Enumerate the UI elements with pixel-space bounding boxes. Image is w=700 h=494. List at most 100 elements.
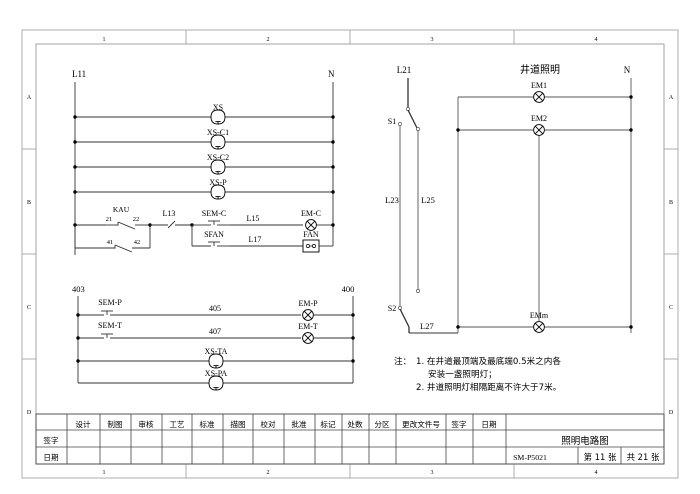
- zone-col-1: 1: [103, 37, 106, 43]
- junction-dot: [76, 359, 80, 363]
- junction-dot: [331, 190, 335, 194]
- zone-row-d-right: D: [669, 410, 674, 416]
- label-sem-p: SEM-P: [98, 298, 122, 307]
- row-label-qianzi: 签字: [43, 435, 59, 445]
- wire-break-mark: [167, 220, 176, 229]
- switch-terminal-s1-b: [416, 127, 420, 131]
- zone-row-d: D: [27, 410, 32, 416]
- label-n-right: N: [624, 65, 631, 75]
- contact-blade-21-22: [117, 221, 136, 230]
- zone-col-4-bottom: 4: [595, 470, 598, 476]
- th-biaozhun: 标准: [199, 419, 215, 429]
- zone-col-4: 4: [595, 37, 598, 43]
- zone-col-1-bottom: 1: [103, 470, 106, 476]
- switch-blade-s2[interactable]: [399, 308, 410, 328]
- label-coil-xs-p: XS-P: [209, 178, 227, 187]
- junction-dot: [73, 140, 77, 144]
- th-shenhe: 审核: [138, 419, 154, 429]
- th-pizhun: 批准: [291, 419, 307, 429]
- junction-dot: [331, 165, 335, 169]
- coil-symbol-xs: [210, 109, 226, 125]
- notes-line-3: 2. 井道照明灯相隔距离不许大于7米。: [416, 381, 561, 393]
- lamp-symbol-em-c: [305, 219, 317, 231]
- zone-col-3-bottom: 3: [431, 470, 434, 476]
- label-l11: L11: [72, 69, 86, 79]
- zone-col-3: 3: [431, 37, 434, 43]
- label-l21: L21: [397, 65, 412, 75]
- drawing-title: 照明电路图: [561, 435, 609, 447]
- label-coil-xs: XS: [213, 103, 223, 112]
- label-405: 405: [209, 304, 221, 313]
- junction-dot: [351, 313, 355, 317]
- label-em-p: EM-P: [298, 299, 318, 308]
- zone-row-c: C: [27, 305, 31, 311]
- drawing-number: SM-P5021: [513, 453, 547, 462]
- junction-dot: [629, 95, 633, 99]
- label-403: 403: [72, 284, 85, 294]
- label-l15: L15: [247, 214, 260, 223]
- label-sfan: SFAN: [204, 230, 224, 239]
- label-coil-xs-c2: XS-C2: [207, 153, 229, 162]
- junction-dot: [351, 336, 355, 340]
- junction-dot: [73, 190, 77, 194]
- label-kau-22: 22: [133, 216, 140, 223]
- switch-terminal-s1-a: [398, 122, 402, 126]
- label-l17: L17: [249, 235, 262, 244]
- th-riqi: 日期: [481, 420, 497, 429]
- junction-dot: [331, 115, 335, 119]
- notes-prefix: 注：: [394, 355, 411, 367]
- fan-blade-icon: [306, 244, 310, 248]
- junction-dot: [73, 165, 77, 169]
- lamp-symbol-em-p: [302, 309, 314, 321]
- switch-blade-s1[interactable]: [407, 109, 418, 129]
- label-400: 400: [342, 284, 355, 294]
- label-l13: L13: [163, 209, 176, 218]
- sheet-current: 第 11 张: [584, 452, 617, 462]
- coil-symbol-xs-p: [210, 184, 226, 200]
- coil-symbol-xs-c1: [210, 134, 226, 150]
- label-l27: L27: [420, 321, 434, 331]
- th-biaoji: 标记: [320, 419, 336, 429]
- junction-dot: [73, 115, 77, 119]
- label-em2: EM2: [531, 114, 547, 123]
- label-emm: EMm: [530, 311, 549, 320]
- th-gongyi: 工艺: [169, 420, 185, 429]
- title-block-border: [35, 413, 665, 465]
- notes-line-2: 安装一盏照明灯；: [428, 368, 497, 380]
- junction-dot: [331, 140, 335, 144]
- junction-dot: [76, 313, 80, 317]
- title-block: 设计 制图 审核 工艺 标准 描图 校对 批准 标记 处数 分区 更改文件号 签…: [35, 413, 665, 465]
- zone-row-c-right: C: [669, 305, 673, 311]
- label-sem-c: SEM-C: [202, 209, 226, 218]
- label-em-t: EM-T: [298, 322, 318, 331]
- label-xs-ta: XS-TA: [205, 347, 228, 356]
- label-kau-21: 21: [106, 216, 113, 223]
- th-jiaodui: 校对: [260, 419, 276, 429]
- label-s2: S2: [388, 304, 396, 313]
- label-kau-42: 42: [134, 239, 141, 246]
- junction-dot: [629, 128, 633, 132]
- lamp-symbol-em2: [533, 124, 545, 136]
- lamp-symbol-em1: [533, 91, 545, 103]
- th-genggai-wenjianhao: 更改文件号: [402, 419, 440, 429]
- label-sem-t: SEM-T: [98, 321, 122, 330]
- fan-blade-icon: [312, 244, 316, 248]
- label-s1: S1: [388, 117, 396, 126]
- label-fan: FAN: [303, 230, 319, 239]
- right-circuit-title: 井道照明: [520, 63, 560, 76]
- circuit-right: 井道照明 L21 N S1 L23 L25 S2 L27 EM1: [385, 63, 633, 334]
- label-l25: L25: [421, 195, 435, 205]
- zone-row-b-right: B: [669, 200, 673, 206]
- lamp-symbol-em-t: [302, 332, 314, 344]
- junction-dot: [331, 223, 335, 227]
- label-xs-pa: XS-PA: [205, 369, 228, 378]
- junction-dot: [351, 359, 355, 363]
- label-coil-xs-c1: XS-C1: [207, 128, 229, 137]
- th-chushu: 处数: [347, 419, 363, 429]
- label-em-c: EM-C: [301, 209, 321, 218]
- lamp-symbol-emm: [533, 321, 545, 333]
- th-miaotu: 描图: [230, 419, 245, 429]
- zone-col-2-bottom: 2: [267, 470, 270, 476]
- circuit-left-bottom: 403 400 SEM-P 405 EM-P SEM-T 407 EM-T XS…: [72, 284, 355, 391]
